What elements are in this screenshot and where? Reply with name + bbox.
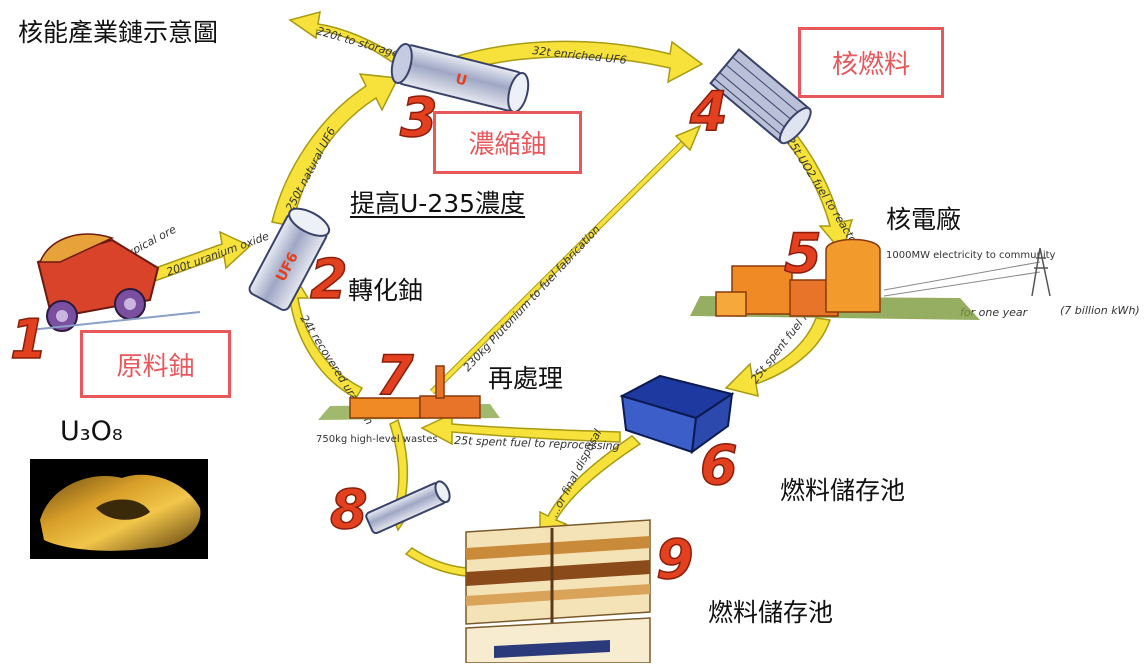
u3o8-label: U₃O₈ bbox=[60, 416, 123, 447]
arrow-ore-to-conversion bbox=[149, 230, 252, 284]
cycle-arrows bbox=[149, 10, 854, 586]
reprocessing-plant bbox=[318, 365, 500, 420]
reprocessing-label: 再處理 bbox=[488, 364, 564, 393]
step-number-4: 4 bbox=[689, 80, 728, 143]
arrow-enrichment-to-fuel bbox=[438, 40, 704, 84]
storage-pool-label: 燃料儲存池 bbox=[780, 476, 906, 505]
conversion-cylinder: UF6 bbox=[248, 207, 331, 311]
step-number-9: 9 bbox=[656, 528, 694, 591]
raise-u235-label: 提高U-235濃度 bbox=[350, 189, 526, 218]
step-number-8: 8 bbox=[330, 478, 368, 541]
u-tag: U bbox=[454, 71, 469, 89]
step-numbers: 1 2 3 4 5 6 7 8 9 bbox=[9, 79, 822, 592]
u3o8-ore-photo bbox=[30, 459, 208, 559]
uranium-oxide-text: 200t uranium oxide bbox=[165, 229, 271, 278]
waste-canister bbox=[365, 480, 451, 535]
storage-pool-label-2: 燃料儲存池 bbox=[708, 598, 834, 627]
enrichment-cylinder: U bbox=[390, 42, 530, 114]
plutonium-text: 230kg Plutonium to fuel fabrication bbox=[461, 223, 603, 374]
power-plant-label: 核電廠 bbox=[886, 205, 962, 234]
arrow-pool-to-disposal bbox=[539, 435, 642, 538]
arrow-pool-to-reprocessing bbox=[420, 412, 621, 446]
arrow-annotations: 45-50,000+ of typical ore 200t uranium o… bbox=[47, 24, 1139, 519]
conversion-label: 轉化鈾 bbox=[348, 276, 424, 305]
fuel-bundle bbox=[709, 48, 812, 145]
enriched-uranium-box: 濃縮鈾 bbox=[433, 111, 582, 174]
step-number-6: 6 bbox=[700, 434, 738, 497]
diagram-title: 核能產業鏈示意圖 bbox=[18, 18, 219, 47]
storage-pool-box bbox=[619, 374, 735, 455]
arrow-reactor-to-pool bbox=[724, 317, 831, 398]
spent-fuel-reprocessing-text: 25t spent fuel to reprocessing bbox=[454, 434, 620, 453]
step-number-1: 1 bbox=[10, 308, 48, 371]
to-storage-text: 220t to storage bbox=[315, 24, 401, 60]
mine-truck bbox=[29, 233, 201, 332]
power-plant bbox=[690, 238, 1051, 320]
kwh-text: (7 billion kWh) bbox=[1060, 304, 1140, 317]
nuclear-fuel-box: 核燃料 bbox=[798, 27, 944, 98]
plutonium-arrow bbox=[429, 124, 702, 395]
raw-uranium-box: 原料鈾 bbox=[80, 330, 231, 398]
high-level-wastes-text: 750kg high-level wastes bbox=[316, 434, 438, 445]
step-number-7: 7 bbox=[376, 344, 414, 407]
geological-repository bbox=[465, 519, 651, 664]
arrow-to-storage bbox=[288, 10, 400, 63]
step-number-5: 5 bbox=[784, 222, 822, 285]
step-number-3: 3 bbox=[400, 86, 438, 149]
step-number-2: 2 bbox=[310, 248, 348, 311]
for-one-year-text: for one year bbox=[960, 306, 1029, 319]
electricity-text: 1000MW electricity to community bbox=[886, 250, 1056, 261]
